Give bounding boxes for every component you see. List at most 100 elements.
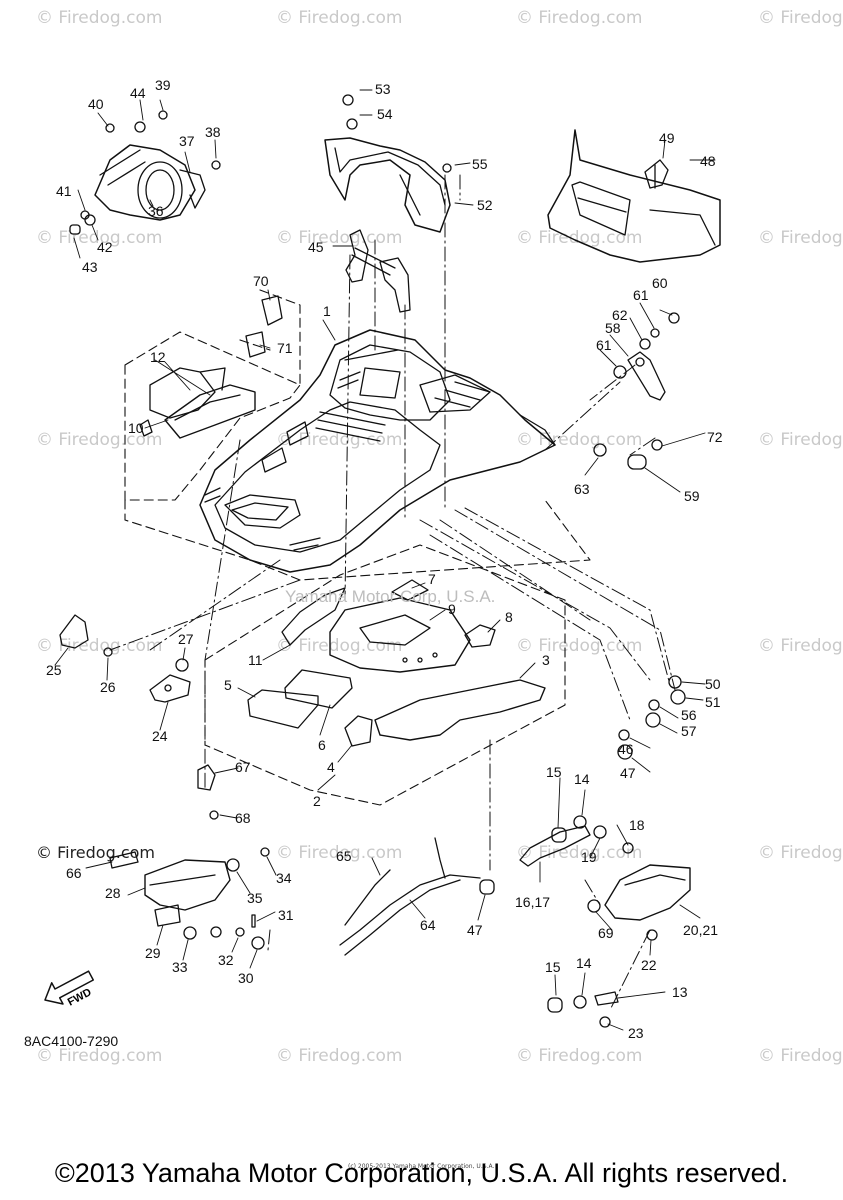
callout-label: 16,17 — [515, 894, 550, 910]
callout-label: 22 — [641, 957, 657, 973]
callout-label: 2 — [313, 793, 321, 809]
callout-label: 51 — [705, 694, 721, 710]
callout-label: 69 — [598, 925, 614, 941]
panel-11 — [281, 587, 346, 646]
callout-label: 20,21 — [683, 922, 718, 938]
callout-label: 52 — [477, 197, 493, 213]
pad-6 — [284, 669, 353, 709]
watermark: © Firedog.com — [276, 228, 403, 248]
fasteners — [69, 94, 686, 1028]
callout-label: 70 — [253, 273, 269, 289]
shroud-48 — [547, 129, 721, 263]
panel-9 — [329, 597, 471, 673]
callout-label: 27 — [178, 631, 194, 647]
watermark: © Firedog.com — [36, 1046, 163, 1066]
watermark: © Firedog — [758, 228, 843, 248]
callout-label: 65 — [336, 848, 352, 864]
strap-16-17 — [519, 825, 591, 867]
callout-label: 15 — [545, 959, 561, 975]
callout-label: 66 — [66, 865, 82, 881]
callout-label: 14 — [576, 955, 592, 971]
callout-label: 4 — [327, 759, 335, 775]
callout-label: 61 — [633, 287, 649, 303]
bracket-25 — [59, 614, 89, 649]
watermark: © Firedog.com — [36, 636, 163, 656]
watermark: © Firedog.com — [516, 843, 643, 863]
callout-label: 64 — [420, 917, 436, 933]
callout-label: 10 — [128, 420, 144, 436]
callout-label: 53 — [375, 81, 391, 97]
callout-label: 37 — [179, 133, 195, 149]
callout-label: 18 — [629, 817, 645, 833]
dashed-frame-left — [124, 331, 301, 501]
callout-label: 19 — [581, 849, 597, 865]
callout-label: 44 — [130, 85, 146, 101]
callout-label: 67 — [235, 759, 251, 775]
callout-label: 8 — [505, 609, 513, 625]
watermark: © Firedog — [758, 843, 843, 863]
cable-65 — [344, 869, 391, 926]
callout-label: 71 — [277, 340, 293, 356]
callout-label: 36 — [148, 203, 164, 219]
callout-label: 45 — [308, 239, 324, 255]
callout-label: 23 — [628, 1025, 644, 1041]
callout-label: 63 — [574, 481, 590, 497]
callout-label: 11 — [248, 652, 263, 668]
watermark: © Firedog.com — [516, 1046, 643, 1066]
bracket-45 — [345, 229, 411, 313]
overlay-text: Yamaha Motor Corp, U.S.A. — [285, 587, 495, 606]
plates-70-71 — [245, 295, 283, 358]
callout-label: 50 — [705, 676, 721, 692]
callout-label: 60 — [652, 275, 668, 291]
callout-label: 26 — [100, 679, 116, 695]
callout-label: 72 — [707, 429, 723, 445]
panel-3 — [374, 679, 546, 741]
watermark: © Firedog.com — [276, 8, 403, 28]
callout-label: 47 — [620, 765, 636, 781]
pad-5 — [247, 689, 319, 729]
watermark: © Firedog — [758, 430, 843, 450]
cable-64 — [339, 837, 481, 956]
callout-label: 57 — [681, 723, 697, 739]
watermark: © Firedog.com — [516, 228, 643, 248]
callout-label: 1 — [323, 303, 331, 319]
callout-label: 42 — [97, 239, 113, 255]
bracket-24 — [149, 674, 191, 703]
mat-10 — [164, 384, 256, 439]
callout-label: 12 — [150, 349, 166, 365]
callout-label: 54 — [377, 106, 393, 122]
dashed-frame-panels — [204, 544, 566, 806]
callout-label: 34 — [276, 870, 292, 886]
callout-label: 13 — [672, 984, 688, 1000]
callout-label: 15 — [546, 764, 562, 780]
pad-8 — [464, 624, 496, 648]
callout-label: 47 — [467, 922, 483, 938]
cover-20-21 — [604, 864, 691, 921]
callout-label: 48 — [700, 153, 716, 169]
callout-label: 33 — [172, 959, 188, 975]
plate-66 — [109, 851, 139, 869]
brace-58 — [627, 351, 666, 401]
callout-label: 31 — [278, 907, 294, 923]
callout-label: 61 — [596, 337, 612, 353]
callout-label: 41 — [56, 183, 72, 199]
callout-label: 39 — [155, 77, 171, 93]
exploded-view-drawing: Yamaha Motor Corp, U.S.A. 12345678910111… — [44, 77, 723, 1041]
watermark: © Firedog.com — [36, 228, 163, 248]
fwd-arrow — [44, 970, 95, 1005]
panel-12 — [139, 367, 226, 437]
callout-label: 7 — [428, 571, 436, 587]
diagram-code: 8AC4100-7290 — [24, 1033, 119, 1049]
watermark: © Firedog.com — [276, 843, 403, 863]
watermark: © Firedog.com — [516, 636, 643, 656]
guard-28 — [144, 859, 231, 911]
callout-label: 29 — [145, 945, 161, 961]
callout-label: 32 — [218, 952, 234, 968]
watermark: © Firedog.com — [276, 1046, 403, 1066]
pad-4 — [344, 715, 373, 747]
callout-label: 24 — [152, 728, 168, 744]
callout-label: 59 — [684, 488, 700, 504]
callout-label: 35 — [247, 890, 263, 906]
windshield-frame-52 — [324, 137, 451, 233]
